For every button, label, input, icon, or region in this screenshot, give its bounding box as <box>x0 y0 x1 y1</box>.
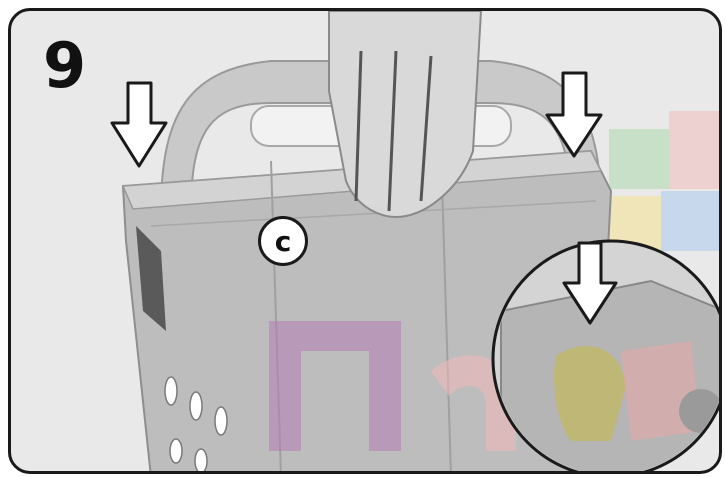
detail-zoom-circle <box>491 241 722 474</box>
callout-label: c <box>258 216 308 266</box>
illustration-frame: 9 c <box>8 8 722 474</box>
callout-letter: c <box>275 225 292 258</box>
step-number: 9 <box>43 35 86 97</box>
basket-illustration <box>11 11 722 474</box>
arrow-down-icon <box>112 83 166 166</box>
watermark-blocks <box>591 111 722 256</box>
